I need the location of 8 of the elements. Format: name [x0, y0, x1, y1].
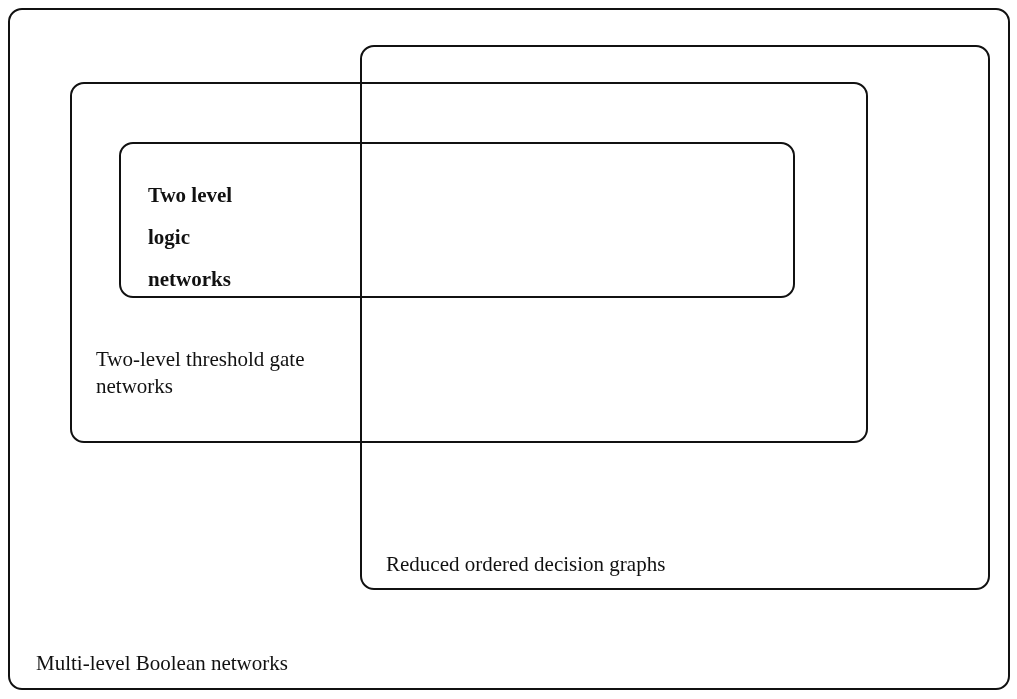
region-label: Two level logic networks — [148, 182, 234, 293]
set-region — [70, 82, 868, 443]
region-label: Reduced ordered decision graphs — [386, 551, 667, 578]
region-label: Two-level threshold gate networks — [96, 346, 306, 401]
set-region — [119, 142, 795, 298]
set-region — [8, 8, 1010, 690]
region-label: Multi-level Boolean networks — [36, 650, 289, 677]
set-region — [360, 45, 990, 590]
